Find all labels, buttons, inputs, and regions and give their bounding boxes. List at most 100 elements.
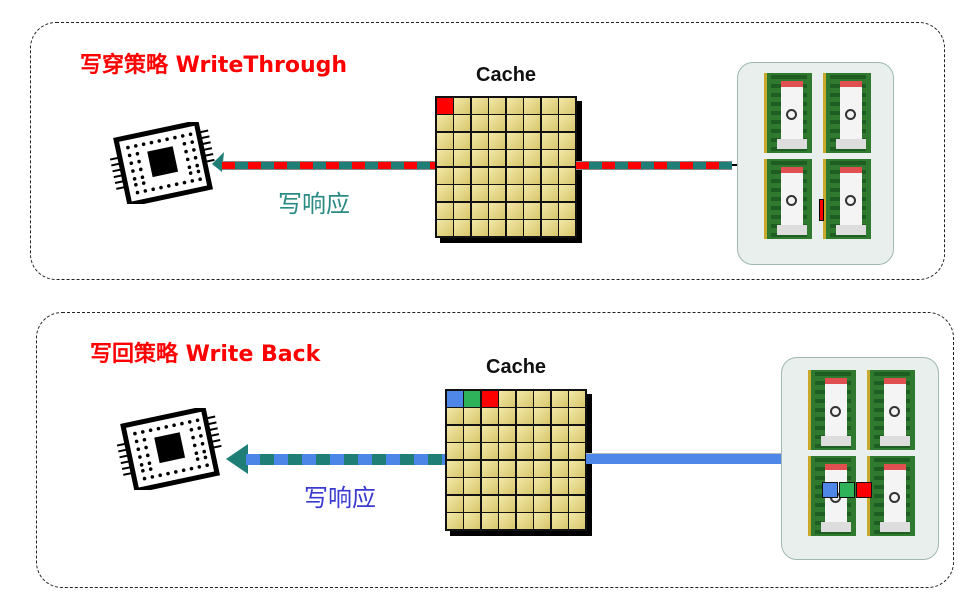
- cache-line: [516, 478, 533, 494]
- cache-line: [534, 443, 550, 459]
- cache-line: [446, 478, 463, 494]
- write-through-cache-grid: [435, 96, 577, 238]
- cache-line: [524, 132, 540, 149]
- cache-line: [436, 150, 453, 166]
- write-back-title: 写回策略 Write Back: [90, 342, 321, 367]
- cache-line: [464, 478, 480, 494]
- cache-line: [464, 513, 480, 529]
- bus-connector: [732, 164, 738, 166]
- cache-line: [464, 443, 480, 459]
- cache-line: [551, 408, 568, 424]
- cache-line: [569, 443, 585, 459]
- cache-line: [551, 425, 568, 442]
- cache-line: [506, 150, 523, 166]
- cache-line: [534, 478, 550, 494]
- write-back-response-label: 写响应: [304, 484, 376, 512]
- cache-line: [559, 115, 575, 131]
- cache-line: [481, 478, 498, 494]
- cache-line: [534, 495, 550, 512]
- cache-line: [569, 513, 585, 529]
- cache-line: [446, 443, 463, 459]
- cache-line: [506, 202, 523, 219]
- cache-line: [516, 460, 533, 477]
- cache-line: [559, 167, 575, 184]
- write-through-bus-cache-memory: [576, 161, 732, 170]
- cache-line: [454, 97, 470, 114]
- cpu-chip-icon: [116, 408, 222, 490]
- cache-line: [569, 408, 585, 424]
- cache-line: [471, 220, 488, 236]
- cache-line: [541, 167, 558, 184]
- cache-line: [534, 513, 550, 529]
- cache-line: [471, 97, 488, 114]
- cache-line: [464, 495, 480, 512]
- cache-line: [499, 408, 515, 424]
- cache-line: [446, 513, 463, 529]
- cache-line: [551, 390, 568, 407]
- cache-line: [489, 97, 505, 114]
- write-back-bus-cpu-cache: [246, 454, 446, 465]
- cache-line: [464, 408, 480, 424]
- cache-line: [524, 220, 540, 236]
- cache-line: [436, 115, 453, 131]
- write-through-cache-label: Cache: [476, 64, 537, 86]
- memory-write-marker: [819, 199, 824, 221]
- cache-line: [569, 478, 585, 494]
- cache-line: [534, 390, 550, 407]
- cache-line-dirty: [436, 97, 453, 114]
- cache-line: [464, 460, 480, 477]
- cache-line: [516, 390, 533, 407]
- arrow-head-icon: [226, 444, 248, 474]
- cache-line: [506, 132, 523, 149]
- cache-line: [534, 408, 550, 424]
- cache-line: [471, 115, 488, 131]
- cache-line: [489, 185, 505, 201]
- cache-line: [489, 115, 505, 131]
- cache-line: [569, 460, 585, 477]
- cache-line: [471, 150, 488, 166]
- memory-write-markers: [822, 482, 873, 498]
- cache-line: [551, 513, 568, 529]
- cache-line: [516, 408, 533, 424]
- cache-line: [559, 185, 575, 201]
- cache-line: [499, 460, 515, 477]
- cache-line: [489, 220, 505, 236]
- ram-module-icon: [823, 73, 871, 153]
- memory-block-marker: [822, 482, 838, 498]
- cache-line: [541, 150, 558, 166]
- memory-block-marker: [839, 482, 855, 498]
- write-back-panel: [36, 312, 954, 588]
- ram-module-icon: [867, 456, 915, 536]
- cache-line: [436, 220, 453, 236]
- cache-line: [446, 495, 463, 512]
- cache-line: [559, 220, 575, 236]
- cache-line: [481, 425, 498, 442]
- write-back-cache-grid: [445, 389, 587, 531]
- cache-line: [436, 185, 453, 201]
- cache-line: [534, 460, 550, 477]
- cache-line: [489, 132, 505, 149]
- cache-line: [481, 443, 498, 459]
- cache-line: [551, 443, 568, 459]
- cache-line: [569, 495, 585, 512]
- cache-line: [516, 425, 533, 442]
- cache-line: [541, 97, 558, 114]
- cache-line: [516, 495, 533, 512]
- cache-line: [436, 202, 453, 219]
- cache-line: [559, 202, 575, 219]
- cache-line: [524, 202, 540, 219]
- cache-line: [454, 132, 470, 149]
- cache-line: [446, 408, 463, 424]
- cache-line: [489, 167, 505, 184]
- cache-line: [534, 425, 550, 442]
- cache-line: [446, 425, 463, 442]
- arrow-head-icon: [212, 152, 224, 172]
- cache-line: [499, 425, 515, 442]
- cache-line: [506, 167, 523, 184]
- write-through-title: 写穿策略 WriteThrough: [80, 53, 348, 78]
- cache-line: [541, 202, 558, 219]
- cache-line: [551, 460, 568, 477]
- cache-line: [454, 167, 470, 184]
- cache-line: [481, 460, 498, 477]
- cache-line: [471, 132, 488, 149]
